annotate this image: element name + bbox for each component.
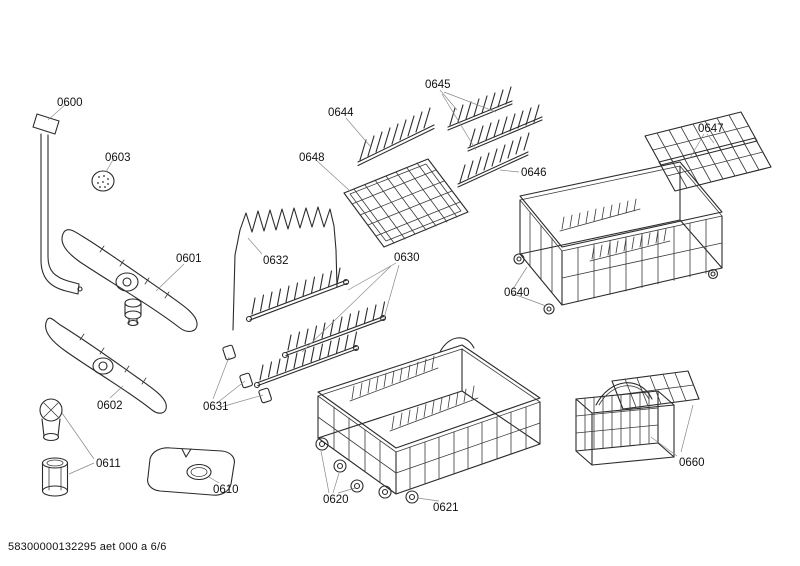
tine-row-0646-drawing <box>457 132 530 188</box>
upper-spray-arm-drawing <box>61 229 198 332</box>
part-label-0640: 0640 <box>504 287 530 299</box>
part-label-0660: 0660 <box>679 457 705 469</box>
part-label-0648: 0648 <box>299 152 325 164</box>
filter-drawing <box>91 170 115 192</box>
protection-plate-drawing <box>147 447 235 496</box>
part-label-0603: 0603 <box>105 152 131 164</box>
inlet-pipe-drawing <box>32 113 83 295</box>
upper-basket-drawing <box>513 161 723 315</box>
folding-rack-drawing <box>245 267 387 389</box>
part-label-0645: 0645 <box>425 79 451 91</box>
part-labels: 0600 0603 0601 0602 0611 0610 0631 0632 … <box>57 79 724 514</box>
wire-insert-drawing <box>232 206 338 331</box>
cap-parts-drawing <box>39 398 69 497</box>
part-label-0621: 0621 <box>433 502 459 514</box>
tine-row-0645-drawing <box>447 86 543 152</box>
lower-spray-arm-drawing <box>45 317 167 414</box>
part-label-0610: 0610 <box>213 484 239 496</box>
part-label-0611: 0611 <box>96 458 121 470</box>
leader-lines <box>47 89 715 502</box>
part-label-0600: 0600 <box>57 97 83 109</box>
tray-insert-drawing <box>343 158 469 248</box>
part-label-0632: 0632 <box>263 255 289 267</box>
tine-row-0644-drawing <box>357 107 435 167</box>
part-label-0620: 0620 <box>323 494 349 506</box>
cutlery-basket-drawing <box>575 370 700 466</box>
part-label-0647: 0647 <box>698 123 724 135</box>
basket-wheels-drawing <box>315 437 419 504</box>
document-code: 58300000132295 aet 000 a 6/6 <box>8 541 167 553</box>
lower-basket-drawing <box>317 337 541 495</box>
part-label-0601: 0601 <box>176 253 202 265</box>
part-label-0631: 0631 <box>203 401 229 413</box>
flat-rack-drawing <box>644 111 772 192</box>
part-label-0602: 0602 <box>97 400 123 412</box>
part-label-0646: 0646 <box>521 167 547 179</box>
part-label-0630: 0630 <box>394 252 420 264</box>
clip-parts-drawing <box>222 344 272 404</box>
part-label-0644: 0644 <box>328 107 354 119</box>
